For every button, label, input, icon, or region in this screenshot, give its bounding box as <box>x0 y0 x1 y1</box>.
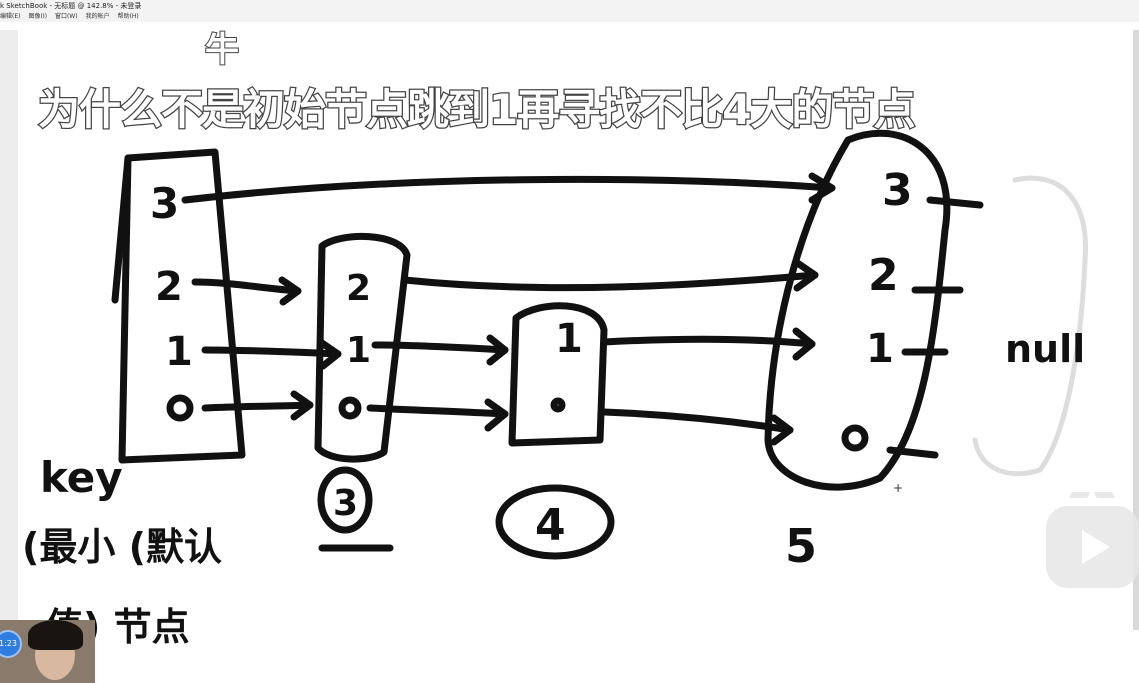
scrollbar[interactable] <box>1133 30 1139 630</box>
arrow-head-l0 <box>201 401 314 412</box>
arrow-n3-l1 <box>371 341 509 354</box>
node5-box <box>764 129 951 491</box>
arrow-n4-l1 <box>600 335 816 348</box>
left-toolbar-edge <box>0 30 18 620</box>
node4-level-1: 1 <box>555 316 583 362</box>
null-label: null <box>1005 327 1085 371</box>
presenter-hair <box>28 620 83 650</box>
node5-value: 5 <box>785 519 817 573</box>
window-title: k SketchBook - 无标题 @ 142.8% - 未登录 <box>0 2 142 10</box>
head-level-2: 2 <box>155 264 183 310</box>
menu-account[interactable]: 我的帐户 <box>85 13 110 20</box>
arrow-head-l3 <box>181 175 836 204</box>
node3-box <box>314 232 411 463</box>
node3-level-1: 1 <box>346 330 371 371</box>
node5-level-2: 2 <box>868 250 899 301</box>
node4-value: 4 <box>535 500 566 551</box>
menu-image[interactable]: 图像(I) <box>28 13 47 20</box>
crosshair-cursor-icon: + <box>893 481 904 495</box>
null-blob <box>972 175 1089 477</box>
drawing-canvas[interactable] <box>0 22 1139 683</box>
node3-value: 3 <box>333 483 358 524</box>
menu-edit[interactable]: 编辑(E) <box>0 13 21 20</box>
node3-circle <box>317 466 373 534</box>
arrow-head-l2 <box>191 278 302 295</box>
head-node-box <box>118 148 246 464</box>
node5-level-3: 3 <box>882 165 913 216</box>
node5-level-1: 1 <box>866 326 894 372</box>
node4-box <box>508 302 608 447</box>
arrow-n3-l0 <box>366 404 509 418</box>
arrow-head-l1 <box>201 346 342 358</box>
play-button[interactable] <box>1046 492 1139 588</box>
note-line1: (最小 (默认 <box>22 525 222 569</box>
menu-window[interactable]: 窗口(W) <box>54 13 78 20</box>
node3-level-2: 2 <box>346 268 371 309</box>
menu-help[interactable]: 帮助(H) <box>117 13 139 20</box>
menu-bar: 编辑(E) 图像(I) 窗口(W) 我的帐户 帮助(H) <box>0 11 139 21</box>
node4-circle <box>495 484 615 560</box>
timer-badge: 1:23 <box>0 630 22 658</box>
subtitle-top: 牛 <box>204 29 240 71</box>
key-label: key <box>40 453 123 502</box>
arrow-n4-l0 <box>600 408 794 434</box>
head-level-3: 3 <box>150 179 179 228</box>
play-icon <box>1082 530 1110 564</box>
subtitle-main: 为什么不是初始节点跳到1再寻找不比4大的节点 <box>37 84 917 136</box>
arrow-n3-l2 <box>401 271 819 292</box>
head-level-1: 1 <box>165 329 193 375</box>
